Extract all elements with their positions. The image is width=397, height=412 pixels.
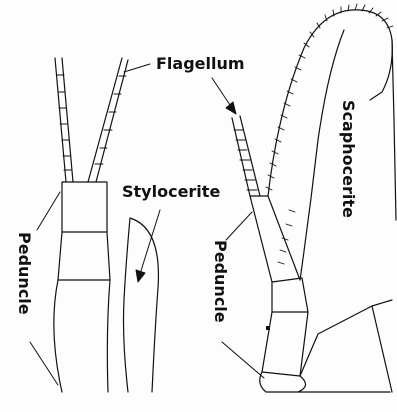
flagellum-pointer <box>124 64 150 72</box>
stylocerite-shape <box>124 218 159 392</box>
peduncle-right-pointer-top <box>226 212 252 240</box>
stylocerite-arrowhead <box>136 270 145 282</box>
scaphocerite-blade <box>268 10 392 196</box>
left-antennule <box>54 58 159 392</box>
right-antenna <box>232 4 396 392</box>
stylocerite-pointer <box>140 210 160 274</box>
right-peduncle-segment-1 <box>250 196 300 282</box>
flagellum-label: Flagellum <box>156 56 245 72</box>
peduncle-right-pointer-bottom <box>222 342 264 378</box>
basal-segment <box>260 300 392 392</box>
left-peduncle-segment-3 <box>54 280 110 392</box>
left-flagellum-b <box>88 58 128 182</box>
scaphocerite-right-edge <box>392 40 396 220</box>
flagellum-right-pointer <box>212 78 232 108</box>
peduncle-spot <box>266 326 270 330</box>
scaphocerite-setae <box>266 4 393 264</box>
right-peduncle-segment-2 <box>272 278 308 312</box>
left-peduncle-segment-2 <box>58 232 110 280</box>
right-peduncle-segment-3 <box>262 312 308 376</box>
scaphocerite-label: Scaphocerite <box>340 100 356 218</box>
left-flagellum-a-segments <box>57 75 71 170</box>
right-flagellum <box>232 116 260 196</box>
peduncle-left-pointer-top <box>37 192 60 230</box>
scaphocerite-inner-edge <box>300 30 344 280</box>
left-flagellum-a <box>55 58 73 182</box>
stylocerite-label: Stylocerite <box>122 184 220 200</box>
left-pointers <box>30 64 160 385</box>
peduncle-left-pointer-bottom <box>30 342 58 385</box>
peduncle-right-label: Peduncle <box>212 240 228 323</box>
left-flagellum-b-segments <box>95 76 126 164</box>
peduncle-left-label: Peduncle <box>16 232 32 315</box>
flagellum-right-arrowhead <box>226 102 236 114</box>
left-peduncle-segment-1 <box>62 182 107 232</box>
right-pointers <box>212 78 264 378</box>
